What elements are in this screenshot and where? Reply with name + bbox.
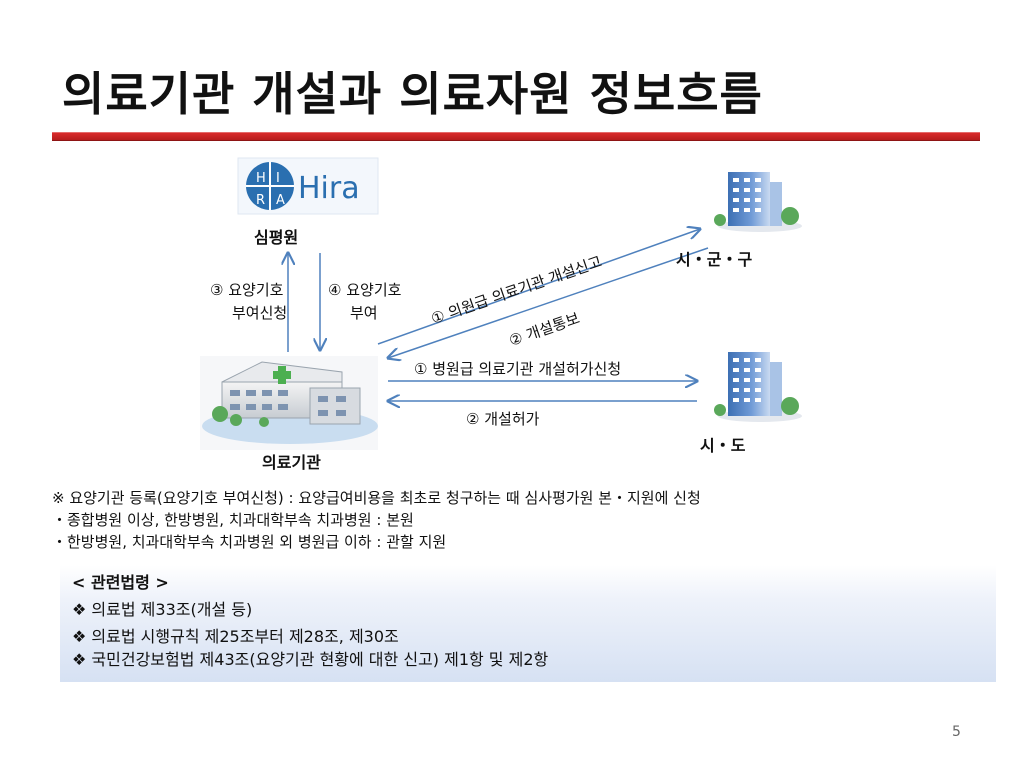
label-grant-code-1: ④ 요양기호 (328, 281, 402, 299)
law-item: ❖ 국민건강보험법 제43조(요양기관 현황에 대한 신고) 제1항 및 제2항 (72, 650, 549, 669)
logo-letter-h: H (256, 171, 266, 186)
logo-letter-r: R (256, 193, 265, 208)
law-item: ❖ 의료법 시행규칙 제25조부터 제28조, 제30조 (72, 627, 399, 646)
title-divider (52, 132, 980, 141)
registration-notes: ※ 요양기관 등록(요양기호 부여신청) : 요양급여비용을 최초로 청구하는 … (52, 487, 701, 553)
note-line: ・한방병원, 치과대학부속 치과병원 외 병원급 이하 : 관할 지원 (52, 533, 447, 551)
page-title: 의료기관 개설과 의료자원 정보흐름 (62, 67, 763, 121)
hospital-icon (200, 356, 378, 450)
label-hospital-permit-apply: ① 병원급 의료기관 개설허가신청 (414, 360, 622, 378)
page-number: 5 (952, 724, 961, 740)
node-label-hira: 심평원 (254, 228, 299, 247)
label-apply-code-2: 부여신청 (232, 304, 288, 322)
node-label-sigungu: 시・군・구 (676, 250, 753, 269)
related-laws-header: < 관련법령 > (72, 573, 169, 592)
building-icon-sigungu (714, 172, 802, 232)
label-open-permit: ② 개설허가 (466, 410, 540, 428)
law-item: ❖ 의료법 제33조(개설 등) (72, 600, 253, 619)
arrow-open-notice (388, 247, 709, 358)
logo-wordmark: Hira (298, 171, 360, 206)
label-grant-code-2: 부여 (350, 304, 378, 322)
hira-logo: H I R A Hira (237, 157, 379, 215)
logo-letter-a: A (276, 193, 285, 208)
label-apply-code-1: ③ 요양기호 (210, 281, 284, 299)
building-icon-sido (714, 352, 802, 422)
node-label-sido: 시・도 (700, 436, 746, 455)
related-laws-box: < 관련법령 > ❖ 의료법 제33조(개설 등) ❖ 의료법 시행규칙 제25… (60, 565, 996, 682)
note-line: ・종합병원 이상, 한방병원, 치과대학부속 치과병원 : 본원 (52, 511, 414, 529)
arrow-clinic-report (377, 229, 700, 345)
logo-letter-i: I (276, 171, 280, 186)
note-line: ※ 요양기관 등록(요양기호 부여신청) : 요양급여비용을 최초로 청구하는 … (52, 489, 701, 507)
node-label-hospital: 의료기관 (262, 453, 321, 472)
